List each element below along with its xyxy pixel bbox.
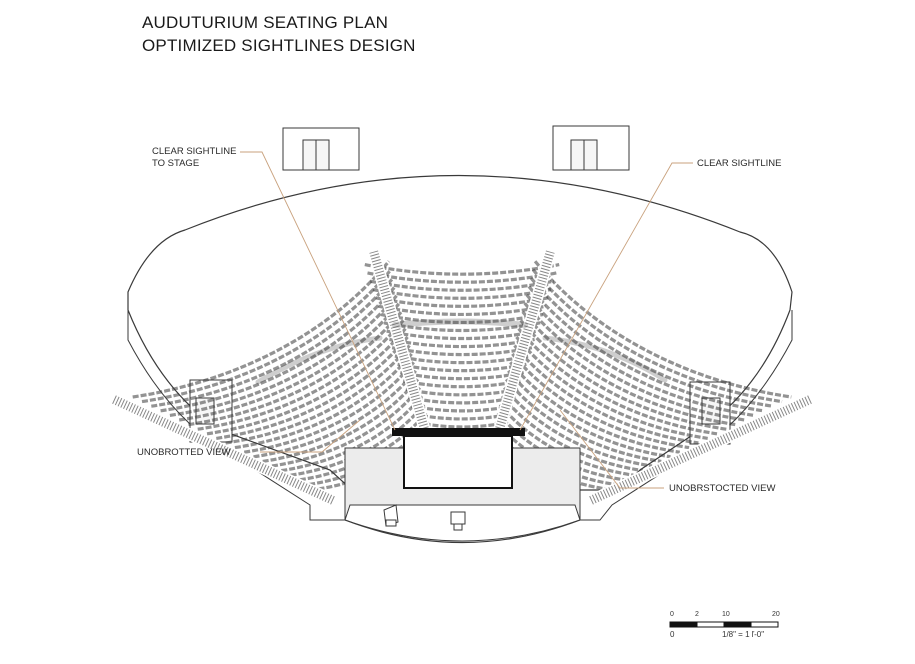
seat-row-right xyxy=(527,285,764,413)
seat-row-left xyxy=(169,293,399,417)
seat-row-right xyxy=(517,327,718,436)
leader-lines xyxy=(240,151,693,489)
seat-row-left xyxy=(197,319,405,431)
seat-row-center xyxy=(375,296,549,308)
seat-row-right xyxy=(515,335,708,440)
seat-row-right xyxy=(507,369,671,459)
seat-row-center xyxy=(364,263,560,276)
leader-top-right xyxy=(519,162,693,431)
seat-row-left xyxy=(132,260,391,399)
annotation-top-left-line-2: TO STAGE xyxy=(152,158,200,169)
title-line-1: AUDUTURIUM SEATING PLAN xyxy=(142,13,389,32)
seat-row-left xyxy=(160,285,397,413)
seat-row-center xyxy=(369,279,555,292)
scale-ratio: 1/8" = 1 ľ-0" xyxy=(722,630,765,639)
seat-row-right xyxy=(523,302,746,422)
seat-row-right xyxy=(519,319,727,431)
seat-row-right xyxy=(502,386,653,468)
cross-aisle-center xyxy=(392,318,528,328)
seat-row-right xyxy=(525,293,755,417)
seat-row-left xyxy=(243,361,415,454)
seat-row-right xyxy=(511,352,690,450)
seat-row-center xyxy=(367,271,557,284)
seat-row-left xyxy=(262,378,420,463)
entrance-top-left xyxy=(282,127,360,171)
seat-row-left xyxy=(206,327,407,436)
podium xyxy=(383,504,399,527)
leader-bottom-left xyxy=(260,419,361,453)
annotation-bottom-right: UNOBRSTOCTED VIEW xyxy=(669,483,776,494)
scale-tick-2: 2 xyxy=(695,611,699,618)
aisles xyxy=(110,250,814,506)
seat-row-center xyxy=(372,287,552,300)
seat-row-left xyxy=(178,302,401,422)
scale-tick-0: 0 xyxy=(670,611,674,618)
annotation-top-left-line-1: CLEAR SIGHTLINE xyxy=(152,146,237,157)
stage-apron xyxy=(344,519,581,544)
screen-bar xyxy=(392,428,525,436)
lectern xyxy=(450,511,466,531)
seat-row-left xyxy=(271,386,422,468)
seat-row-left xyxy=(281,394,424,473)
seat-row-right xyxy=(529,276,773,408)
title-line-2: OPTIMIZED SIGHTLINES DESIGN xyxy=(142,36,416,55)
seat-row-right xyxy=(509,361,681,454)
aisle-stair xyxy=(369,250,434,448)
seat-row-right xyxy=(531,268,783,404)
seat-row-right xyxy=(521,310,736,427)
scale-origin: 0 xyxy=(670,630,675,639)
entrance-top-right xyxy=(552,125,630,171)
seat-row-center xyxy=(378,304,546,317)
aisle-stair xyxy=(589,395,813,505)
seat-row-right xyxy=(500,394,643,473)
seat-row-left xyxy=(188,310,403,427)
aisle-stair xyxy=(490,250,555,448)
seat-row-left xyxy=(225,344,411,445)
seat-row-left xyxy=(234,352,413,450)
annotation-bottom-left: UNOBROTTED VIEW xyxy=(137,447,231,458)
seat-row-left xyxy=(151,276,395,408)
seat-row-right xyxy=(513,344,699,445)
seat-row-right xyxy=(504,378,662,463)
aisle-stair xyxy=(111,395,335,505)
cross-aisle-right xyxy=(542,335,668,383)
leader-bottom-right xyxy=(559,409,664,489)
seat-row-left xyxy=(216,335,409,440)
seat-row-right xyxy=(533,260,792,399)
projection-screen xyxy=(403,435,513,489)
cross-aisle-left xyxy=(255,335,383,385)
annotation-top-right: CLEAR SIGHTLINE xyxy=(697,158,782,169)
scale-tick-20: 20 xyxy=(772,611,780,618)
leader-top-left xyxy=(240,151,396,431)
scale-bar-graphic xyxy=(669,621,779,628)
scale-tick-10: 10 xyxy=(722,611,730,618)
seat-row-left xyxy=(141,268,393,404)
